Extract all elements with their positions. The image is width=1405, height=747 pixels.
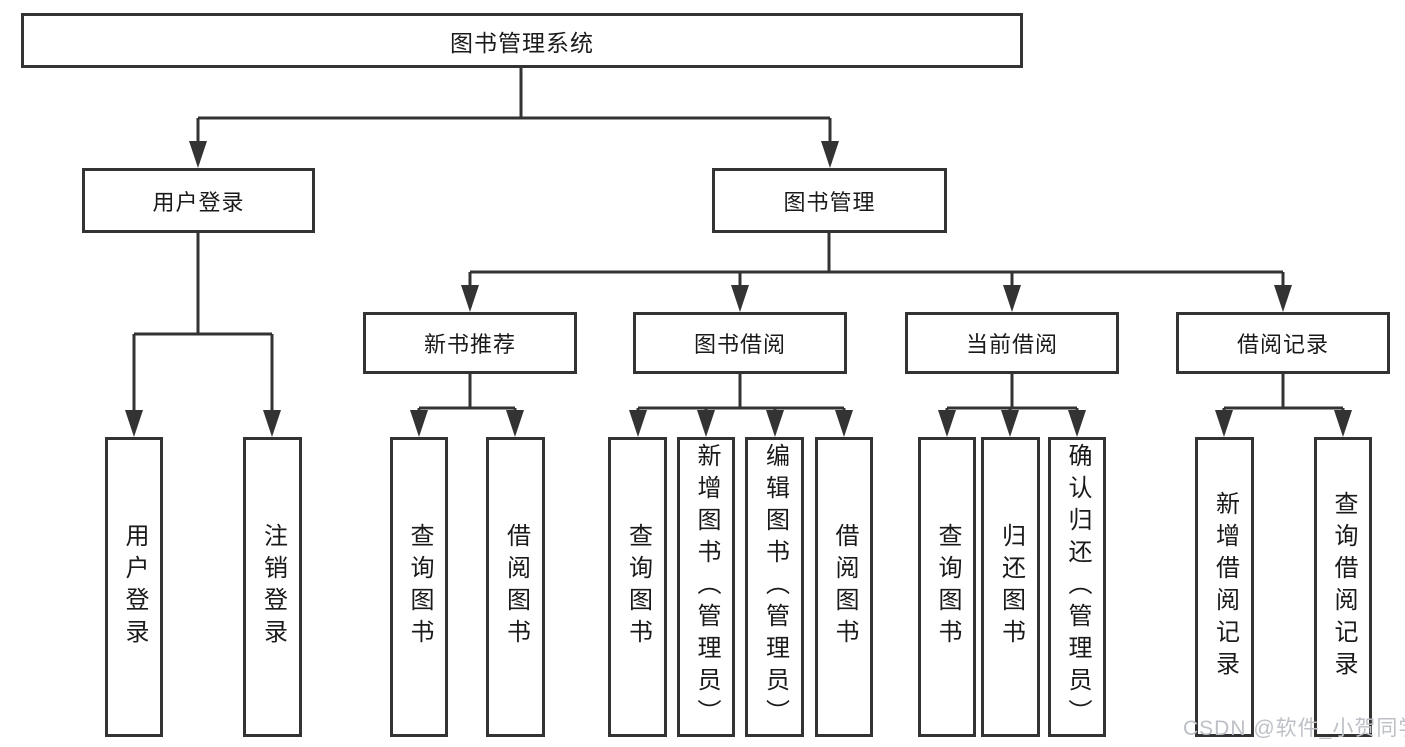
- node-library-management-system: 图书管理系统: [21, 13, 1023, 68]
- leaf-confirm-return-admin: 确认归还（管理员）: [1048, 437, 1106, 737]
- leaf-label: 借阅图书: [831, 523, 858, 651]
- leaf-label: 查询借阅记录: [1330, 491, 1357, 683]
- leaf-query-books: 查询图书: [390, 437, 448, 737]
- leaf-label: 新增图书（管理员）: [693, 443, 720, 731]
- leaf-query-books-2: 查询图书: [608, 437, 667, 737]
- leaf-borrow-books-2: 借阅图书: [815, 437, 873, 737]
- node-label: 用户登录: [152, 189, 245, 215]
- leaf-edit-books-admin: 编辑图书（管理员）: [745, 437, 804, 737]
- leaf-borrow-books: 借阅图书: [486, 437, 545, 737]
- leaf-label: 确认归还（管理员）: [1064, 443, 1091, 731]
- leaf-label: 借阅图书: [502, 523, 530, 651]
- node-label: 图书管理: [783, 189, 876, 215]
- node-label: 新书推荐: [423, 332, 516, 357]
- leaf-label: 新增借阅记录: [1211, 491, 1239, 683]
- node-label: 当前借阅: [965, 332, 1058, 357]
- leaf-add-books-admin: 新增图书（管理员）: [677, 437, 735, 737]
- leaf-label: 编辑图书（管理员）: [761, 443, 789, 731]
- node-borrowing-records: 借阅记录: [1176, 312, 1390, 374]
- node-book-management: 图书管理: [712, 168, 947, 233]
- node-book-borrowing: 图书借阅: [633, 312, 847, 374]
- leaf-label: 注销登录: [259, 523, 287, 651]
- node-current-borrowing: 当前借阅: [905, 312, 1119, 374]
- leaf-logout: 注销登录: [243, 437, 302, 737]
- node-label: 借阅记录: [1236, 332, 1329, 357]
- leaf-label: 用户登录: [121, 523, 148, 651]
- node-label: 图书管理系统: [450, 29, 594, 56]
- leaf-return-books: 归还图书: [981, 437, 1040, 737]
- node-label: 图书借阅: [693, 332, 786, 357]
- watermark: CSDN @软件_小贺同学: [1183, 717, 1405, 740]
- node-user-login: 用户登录: [82, 168, 315, 233]
- leaf-query-borrow-record: 查询借阅记录: [1314, 437, 1372, 737]
- leaf-label: 查询图书: [406, 523, 433, 651]
- leaf-add-borrow-record: 新增借阅记录: [1195, 437, 1254, 737]
- node-new-book-recommendation: 新书推荐: [363, 312, 577, 374]
- leaf-user-login: 用户登录: [105, 437, 163, 737]
- leaf-label: 查询图书: [624, 523, 652, 651]
- leaf-label: 查询图书: [934, 523, 961, 651]
- leaf-query-books-3: 查询图书: [918, 437, 976, 737]
- leaf-label: 归还图书: [997, 523, 1025, 651]
